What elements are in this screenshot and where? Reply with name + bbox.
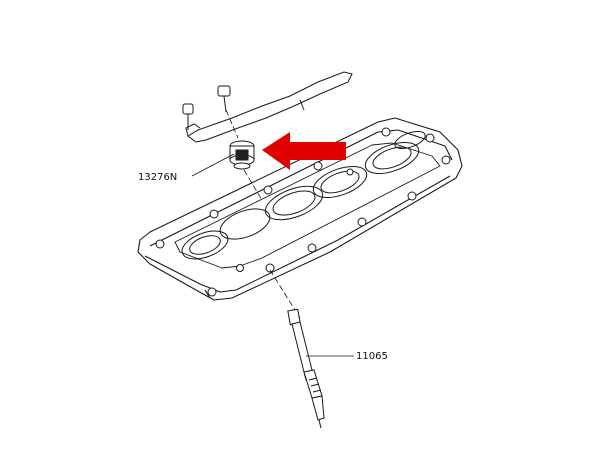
bracket-bolts: [182, 85, 231, 130]
cylinder-bores: [181, 130, 426, 260]
sensor-part: [229, 140, 255, 170]
bracket: [185, 71, 353, 143]
glow-plug: [287, 308, 325, 429]
valve-cover: [137, 117, 463, 301]
part-label-glow-plug: 11065: [356, 351, 388, 362]
leader-lines: [191, 153, 354, 357]
bolt-bosses: [155, 127, 451, 297]
highlight-arrow: [262, 132, 346, 170]
part-label-sensor: 13276N: [138, 172, 177, 183]
